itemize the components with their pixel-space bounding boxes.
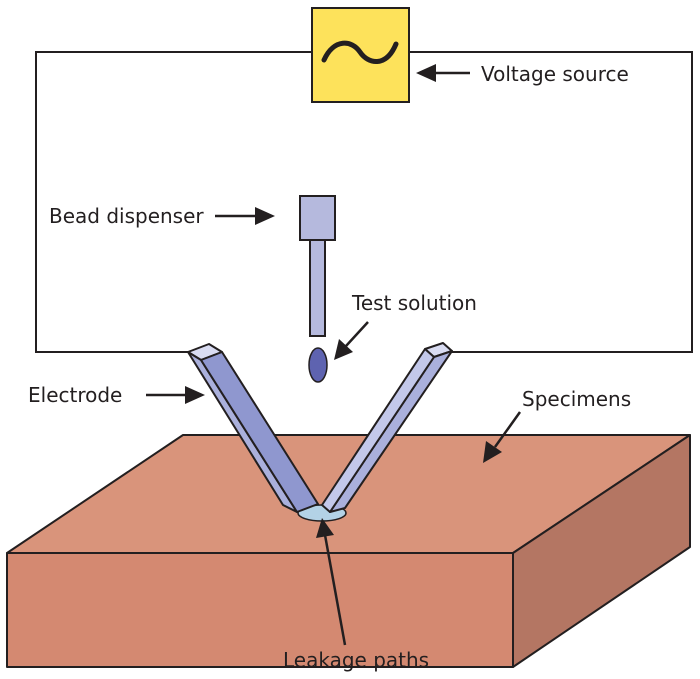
test-solution-label: Test solution: [351, 291, 477, 315]
specimens-arrow: [483, 411, 522, 463]
specimens-label: Specimens: [522, 387, 631, 411]
left-electrode: [187, 343, 319, 513]
test-solution-droplet: [308, 347, 328, 383]
bead-dispenser-arrow: [215, 207, 275, 225]
bead-dispenser: [299, 195, 336, 337]
specimen-block: [6, 434, 691, 668]
specimen-front-face: [6, 552, 514, 668]
leakage-paths-arrow: [316, 518, 347, 646]
test-solution-arrow: [334, 321, 369, 360]
electrode-arrow: [146, 386, 205, 404]
arrows: [146, 64, 522, 646]
voltage-source-arrow: [416, 64, 470, 82]
specimen-side-face: [512, 434, 691, 668]
circuit-wire: [35, 51, 693, 353]
right-electrode: [321, 342, 453, 513]
bead-dispenser-label: Bead dispenser: [49, 204, 204, 228]
leakage-paths-label: Leakage paths: [283, 648, 429, 672]
electrode-label: Electrode: [28, 383, 122, 407]
sine-wave-icon: [321, 40, 399, 64]
voltage-source: [311, 7, 410, 103]
voltage-source-label: Voltage source: [481, 62, 629, 86]
